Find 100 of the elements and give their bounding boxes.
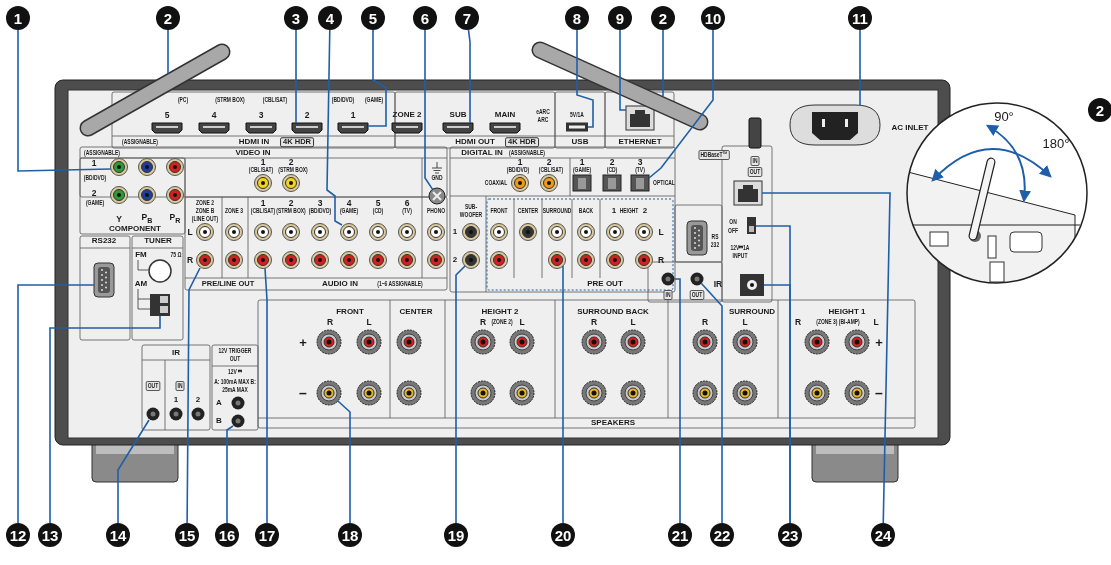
port-label: B [216,417,222,425]
rca-jack-icon [196,251,214,269]
port-label: (BD/DVD) [506,166,530,174]
port-label: HDBaseT™ [698,150,730,160]
callout-number: 20 [551,523,575,547]
port-label: IN [663,290,673,300]
port-label: R [326,317,334,327]
speaker-terminal-icon [316,380,342,406]
port-label: 1 [611,207,617,215]
callout-number: 4 [318,6,342,30]
port-label: ZONE 2 [392,111,422,119]
callout-number: 16 [215,523,239,547]
callout-number: 11 [848,6,872,30]
port-label: 1 [173,396,179,404]
port-label: R [657,255,665,265]
port-label: (ZONE 2) [491,318,513,326]
callout-number: 3 [284,6,308,30]
leader-line [562,265,564,524]
leader-line [662,29,664,97]
port-label: R [479,317,487,327]
port-label: eARC ARC [536,108,550,124]
hdmi-port-icon [337,122,369,134]
leader-line [264,267,268,524]
leader-line [763,284,791,524]
port-label: COAXIAL [484,179,508,187]
port-label: ZONE 3 [225,207,243,215]
section-title: IR [172,349,180,357]
leader-line [576,29,594,128]
rca-jack-icon [254,251,272,269]
port-label: L [366,317,372,327]
port-label: HEIGHT [619,207,639,215]
power-switch-icon [747,217,756,234]
mini-jack-icon [146,407,160,421]
leader-line [295,29,297,124]
port-label: IR [713,279,723,289]
leader-line [700,282,723,524]
port-label: A [216,399,222,407]
section-title: HEIGHT 1 [828,308,866,316]
port-label: L [742,317,748,327]
leader-line [761,192,891,524]
callout-number: 9 [608,6,632,30]
port-label: 2 [195,396,201,404]
port-label: 1 [260,157,266,167]
serial-port-icon [93,262,115,298]
leader-line [619,29,627,111]
port-label: IN [750,156,760,166]
port-label: A: 100mA MAX B: 25mA MAX [214,378,256,394]
port-label: P$_{R}$ [169,213,181,225]
leader-line [117,419,150,524]
port-label: ON [729,218,737,226]
port-label: L [658,227,664,237]
polarity-sign: + [299,335,307,349]
port-label: AC INLET [891,124,929,132]
section-title: RS232 [91,237,117,245]
leader-line [17,284,95,524]
leader-line [455,265,466,524]
section-title: USB [571,138,589,146]
section-title: SPEAKERS [591,419,635,427]
port-label: (ASSIGNABLE) [84,149,120,157]
callout-number: 22 [710,523,734,547]
rca-jack-icon [462,251,480,269]
port-label: (CBL/SAT) [248,166,274,174]
port-label: L [187,227,193,237]
port-label: L [630,317,636,327]
port-label: RS 232 [709,233,721,249]
port-label: IN [175,381,185,391]
port-label: (PC) [177,96,189,104]
port-label: Y [116,214,122,224]
leader-line [424,29,434,191]
callout-number: 2 [1088,98,1111,122]
port-label: 5 [164,110,170,120]
port-label: 5 [375,198,381,208]
power-inlet-icon [789,104,881,146]
port-label: (CBL/SAT) [262,96,288,104]
polarity-sign: – [299,386,307,400]
rca-jack-icon [110,158,128,176]
port-label: OUT [689,290,705,300]
port-label: (CD) [606,166,618,174]
port-label: 2 [288,157,294,167]
port-label: 2 [546,157,552,167]
port-label: (CBL/SAT) [250,207,276,215]
section-title: TUNER [144,237,172,245]
leader-line [337,400,351,524]
callout-number: 14 [106,523,130,547]
port-label: 75 Ω [170,251,182,259]
leader-line [167,29,169,75]
port-label: (TV) [402,207,412,215]
leader-line [49,315,161,524]
port-label: P$_{B}$ [141,213,153,225]
port-label: 4 [346,198,352,208]
leader-line [17,29,112,172]
port-label: (STRM BOX) [276,207,306,215]
port-label: FRONT [490,207,508,215]
port-label: R [590,317,598,327]
mini-jack-icon [690,272,704,286]
dc-jack-icon [740,274,764,296]
callout-number: 12 [6,523,30,547]
section-title: FRONT [336,308,364,316]
port-label: (BD/DVD) [83,174,107,182]
port-label: 3 [258,110,264,120]
